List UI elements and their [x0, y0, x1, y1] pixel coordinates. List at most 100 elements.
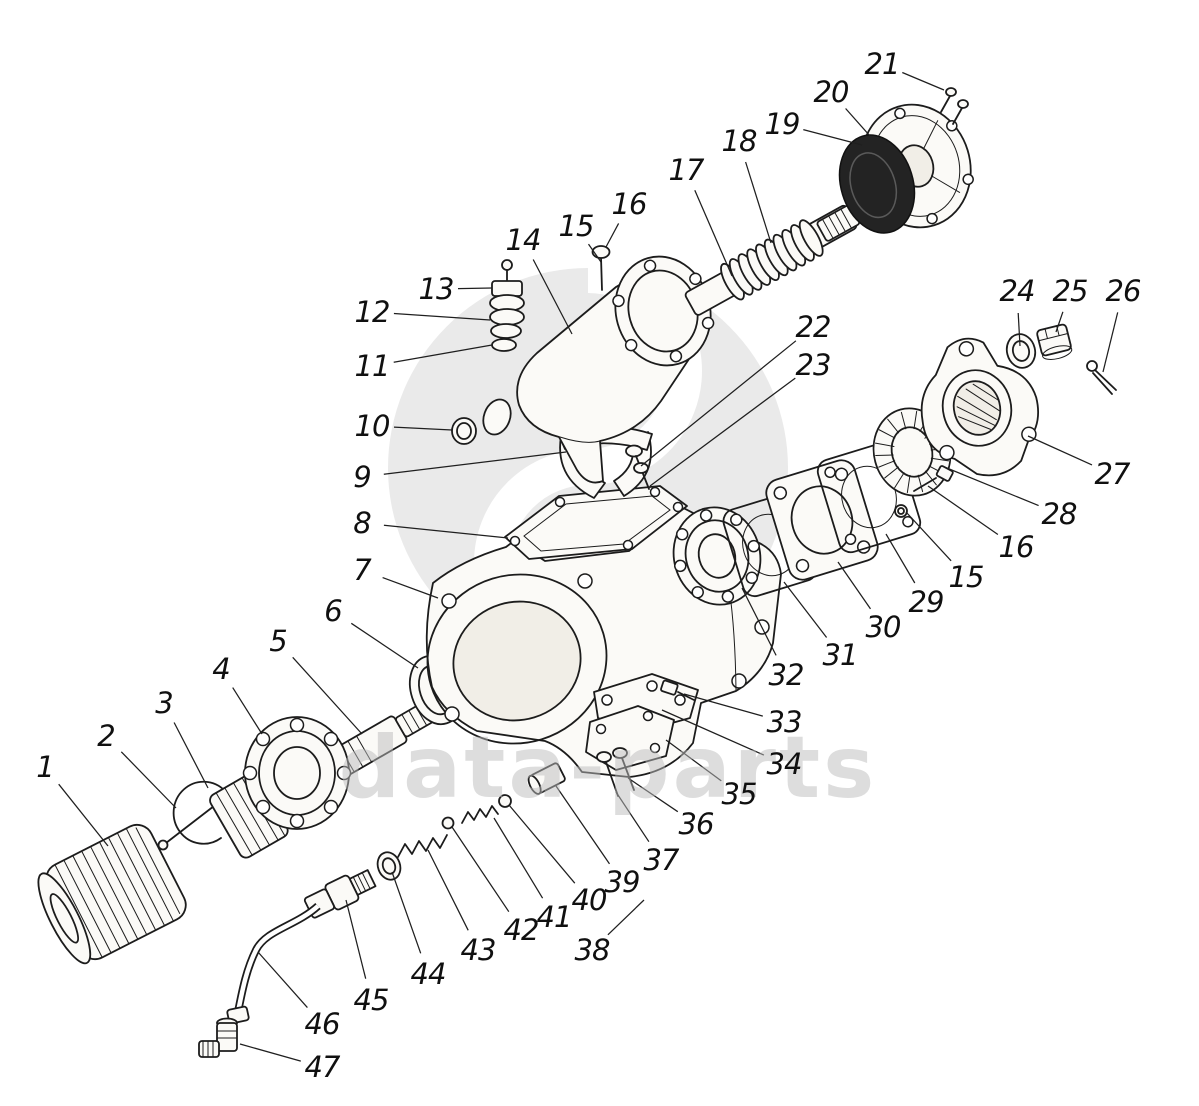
callout-14: 14 — [505, 223, 542, 257]
callout-4: 4 — [212, 652, 230, 686]
plate-part30 — [765, 459, 879, 581]
leader-line-38 — [607, 899, 645, 936]
washer-part15-right — [894, 504, 908, 518]
leader-line-8 — [383, 524, 509, 539]
callout-24: 24 — [999, 274, 1036, 308]
callout-7: 7 — [353, 553, 371, 587]
callout-16: 16 — [611, 187, 648, 221]
elbow-fitting-part47 — [198, 1017, 238, 1058]
cover-plate-part8 — [504, 485, 688, 560]
leader-line-3 — [173, 722, 209, 789]
callout-5: 5 — [269, 624, 287, 658]
bolts-parts36-37 — [596, 747, 635, 797]
callout-47: 47 — [304, 1050, 341, 1084]
leader-line-16 — [605, 223, 620, 248]
callout-34: 34 — [766, 747, 803, 781]
shaft-tip-part2 — [157, 805, 215, 851]
leader-line-45 — [345, 899, 367, 979]
leader-line-41 — [493, 817, 544, 899]
leader-line-27 — [1027, 435, 1093, 466]
callout-25: 25 — [1052, 274, 1089, 308]
callout-37: 37 — [643, 843, 680, 877]
cotter-pin-part26 — [1086, 360, 1117, 395]
callout-35: 35 — [721, 777, 758, 811]
leader-line-7 — [382, 577, 439, 599]
leader-line-10 — [393, 426, 453, 431]
callout-26: 26 — [1105, 274, 1142, 308]
callout-29: 29 — [908, 585, 945, 619]
leader-line-25 — [1055, 311, 1064, 333]
callout-11: 11 — [354, 349, 391, 383]
leader-line-26 — [1102, 312, 1119, 373]
spring-part43 — [397, 834, 448, 858]
callout-15b: 15 — [948, 560, 985, 594]
leader-line-9 — [383, 451, 567, 475]
callout-42: 42 — [503, 913, 540, 947]
bearing-part4 — [242, 716, 352, 830]
callout-6: 6 — [324, 594, 342, 628]
cover-part20 — [838, 134, 916, 234]
callout-16b: 16 — [998, 530, 1035, 564]
coupling-part1 — [37, 823, 187, 965]
spring-part41 — [461, 805, 499, 824]
callout-39: 39 — [604, 865, 641, 899]
leader-line-11 — [393, 344, 493, 363]
leader-line-5 — [292, 656, 363, 735]
leader-line-2 — [120, 751, 177, 809]
leader-line-22 — [640, 340, 797, 467]
callout-30: 30 — [865, 610, 902, 644]
leader-line-20 — [845, 108, 871, 137]
leader-line-37 — [615, 791, 650, 843]
bolt-parts22-23 — [625, 444, 650, 490]
callout-40: 40 — [571, 883, 608, 917]
leader-line-29 — [885, 533, 916, 584]
leader-line-42 — [451, 826, 510, 913]
callout-13: 13 — [418, 272, 455, 306]
leader-line-1 — [58, 783, 109, 847]
callout-8: 8 — [353, 506, 371, 540]
leader-line-24 — [1017, 312, 1021, 347]
callout-15: 15 — [558, 209, 595, 243]
callout-20: 20 — [813, 75, 850, 109]
callout-43: 43 — [460, 933, 497, 967]
leader-line-39 — [555, 785, 611, 865]
leader-line-35 — [665, 739, 722, 782]
leader-line-28 — [941, 465, 1039, 507]
leader-line-34 — [661, 709, 765, 756]
callout-9: 9 — [353, 460, 371, 494]
leader-line-36 — [627, 777, 679, 813]
callout-12: 12 — [354, 295, 391, 329]
callout-2: 2 — [97, 719, 115, 753]
callout-38: 38 — [574, 933, 611, 967]
leader-line-15 — [587, 243, 602, 263]
leader-line-6 — [350, 622, 419, 669]
leader-line-14 — [532, 259, 573, 335]
leader-line-12 — [393, 312, 491, 321]
callout-28: 28 — [1041, 497, 1078, 531]
leader-line-40 — [508, 804, 576, 884]
callout-18: 18 — [721, 124, 758, 158]
leader-line-15b — [905, 511, 952, 562]
callout-41: 41 — [536, 900, 573, 934]
washer-part10 — [451, 417, 477, 445]
screws-part21 — [940, 87, 969, 125]
bolt-part33 — [660, 679, 695, 701]
callout-10: 10 — [354, 409, 391, 443]
spring-part18 — [720, 219, 824, 301]
leader-line-46 — [257, 951, 308, 1009]
leader-line-33 — [683, 693, 763, 717]
leader-line-18 — [745, 161, 772, 244]
callout-1: 1 — [36, 750, 54, 784]
ball-part42 — [441, 816, 455, 830]
callout-27: 27 — [1094, 457, 1131, 491]
leader-line-44 — [391, 871, 422, 954]
callout-32: 32 — [768, 658, 805, 692]
leader-line-16b — [927, 485, 999, 536]
leader-line-13 — [457, 287, 493, 290]
washer-part44 — [376, 851, 402, 881]
breather-valve-parts11-13 — [489, 259, 525, 352]
bearing-part32 — [672, 506, 762, 606]
leader-line-23 — [649, 377, 796, 487]
callout-44: 44 — [410, 957, 447, 991]
